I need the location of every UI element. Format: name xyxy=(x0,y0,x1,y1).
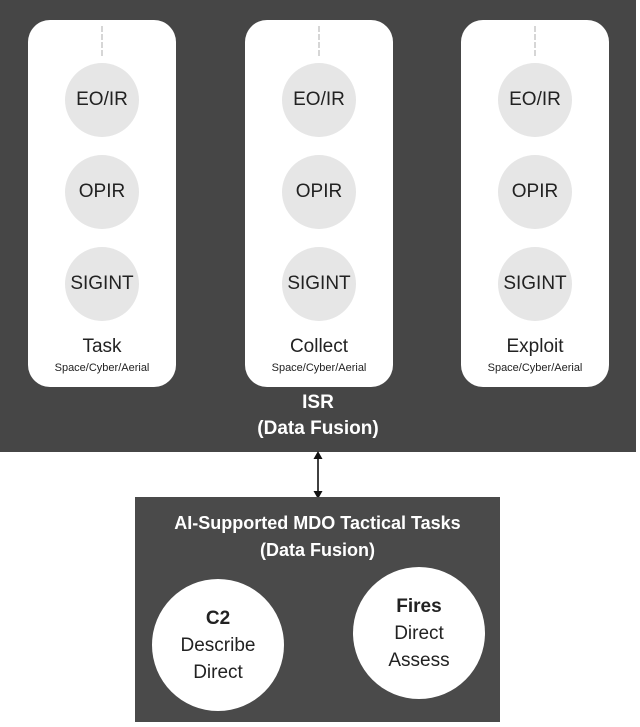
sensor-eo-ir: EO/IR xyxy=(282,63,356,137)
sensor-eo-ir: EO/IR xyxy=(65,63,139,137)
mdo-panel: AI-Supported MDO Tactical Tasks (Data Fu… xyxy=(135,497,500,722)
dashed-tick xyxy=(534,26,539,56)
bidirectional-arrow-icon xyxy=(313,451,323,499)
task-c2: C2 Describe Direct xyxy=(152,579,284,711)
isr-title: ISR xyxy=(302,392,334,413)
sensor-sigint: SIGINT xyxy=(498,247,572,321)
isr-subtitle: (Data Fusion) xyxy=(257,418,379,439)
pillar-subtitle: Space/Cyber/Aerial xyxy=(487,362,583,374)
sensor-opir: OPIR xyxy=(498,155,572,229)
pillar-collect: EO/IR OPIR SIGINT Collect Space/Cyber/Ae… xyxy=(245,20,393,387)
dashed-tick xyxy=(101,26,106,56)
sensor-sigint: SIGINT xyxy=(65,247,139,321)
mdo-title: AI-Supported MDO Tactical Tasks xyxy=(174,513,461,533)
pillar-exploit: EO/IR OPIR SIGINT Exploit Space/Cyber/Ae… xyxy=(461,20,609,387)
pillar-subtitle: Space/Cyber/Aerial xyxy=(271,362,367,374)
dashed-tick xyxy=(318,26,323,56)
pillar-subtitle: Space/Cyber/Aerial xyxy=(54,362,150,374)
pillar-title: Task xyxy=(82,336,122,357)
task-line: Direct xyxy=(394,622,444,644)
isr-panel: EO/IR OPIR SIGINT Task Space/Cyber/Aeria… xyxy=(0,0,636,452)
task-heading: Fires xyxy=(396,595,442,617)
task-heading: C2 xyxy=(205,607,231,629)
task-line: Describe xyxy=(180,634,256,656)
task-line: Direct xyxy=(193,661,243,683)
sensor-opir: OPIR xyxy=(282,155,356,229)
sensor-opir: OPIR xyxy=(65,155,139,229)
pillar-title: Exploit xyxy=(506,336,564,357)
pillar-title: Collect xyxy=(289,336,349,357)
sensor-sigint: SIGINT xyxy=(282,247,356,321)
sensor-eo-ir: EO/IR xyxy=(498,63,572,137)
pillar-task: EO/IR OPIR SIGINT Task Space/Cyber/Aeria… xyxy=(28,20,176,387)
mdo-subtitle: (Data Fusion) xyxy=(260,540,375,560)
task-fires: Fires Direct Assess xyxy=(353,567,485,699)
task-line: Assess xyxy=(388,649,450,671)
